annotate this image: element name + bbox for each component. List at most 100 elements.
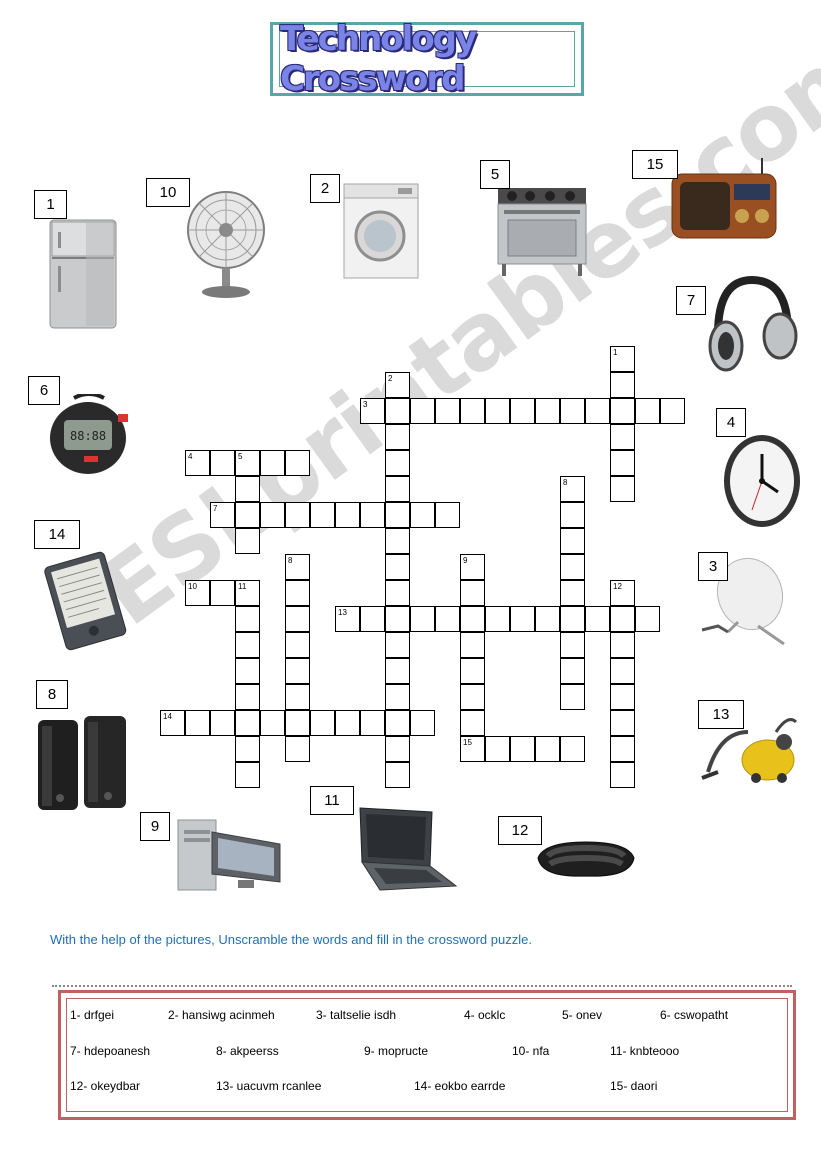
crossword-cell[interactable] xyxy=(610,710,635,736)
crossword-cell[interactable] xyxy=(560,580,585,606)
crossword-cell[interactable] xyxy=(610,684,635,710)
crossword-cell[interactable]: 3 xyxy=(360,398,385,424)
crossword-cell[interactable] xyxy=(410,710,435,736)
crossword-cell[interactable] xyxy=(410,502,435,528)
crossword-cell[interactable] xyxy=(610,606,635,632)
crossword-cell[interactable] xyxy=(210,710,235,736)
crossword-cell[interactable] xyxy=(235,528,260,554)
crossword-cell[interactable] xyxy=(510,606,535,632)
crossword-cell[interactable] xyxy=(285,632,310,658)
crossword-cell[interactable] xyxy=(485,398,510,424)
crossword-cell[interactable]: 1 xyxy=(610,346,635,372)
crossword-cell[interactable] xyxy=(235,606,260,632)
crossword-cell[interactable] xyxy=(610,476,635,502)
crossword-cell[interactable] xyxy=(560,632,585,658)
crossword-cell[interactable] xyxy=(435,502,460,528)
crossword-cell[interactable] xyxy=(460,710,485,736)
crossword-cell[interactable] xyxy=(235,762,260,788)
crossword-cell[interactable] xyxy=(535,736,560,762)
crossword-cell[interactable] xyxy=(235,710,260,736)
crossword-cell[interactable] xyxy=(485,606,510,632)
crossword-cell[interactable] xyxy=(235,632,260,658)
crossword-cell[interactable] xyxy=(485,736,510,762)
crossword-cell[interactable] xyxy=(635,606,660,632)
crossword-cell[interactable] xyxy=(560,606,585,632)
crossword-cell[interactable] xyxy=(610,450,635,476)
crossword-cell[interactable] xyxy=(260,450,285,476)
crossword-cell[interactable] xyxy=(460,398,485,424)
crossword-cell[interactable] xyxy=(635,398,660,424)
crossword-cell[interactable] xyxy=(460,658,485,684)
crossword-cell[interactable] xyxy=(610,372,635,398)
crossword-cell[interactable] xyxy=(235,736,260,762)
crossword-cell[interactable] xyxy=(385,450,410,476)
crossword-cell[interactable] xyxy=(285,658,310,684)
crossword-cell[interactable]: 5 xyxy=(235,450,260,476)
crossword-cell[interactable] xyxy=(235,476,260,502)
crossword-cell[interactable] xyxy=(385,606,410,632)
crossword-cell[interactable] xyxy=(385,528,410,554)
crossword-cell[interactable] xyxy=(460,684,485,710)
crossword-cell[interactable] xyxy=(560,398,585,424)
crossword-cell[interactable] xyxy=(585,606,610,632)
crossword-cell[interactable] xyxy=(435,398,460,424)
crossword-cell[interactable] xyxy=(360,606,385,632)
crossword-cell[interactable] xyxy=(385,424,410,450)
crossword-cell[interactable] xyxy=(560,684,585,710)
crossword-cell[interactable]: 11 xyxy=(235,580,260,606)
crossword-cell[interactable] xyxy=(385,658,410,684)
crossword-cell[interactable] xyxy=(210,580,235,606)
crossword-cell[interactable] xyxy=(385,476,410,502)
crossword-cell[interactable] xyxy=(260,502,285,528)
crossword-cell[interactable] xyxy=(360,502,385,528)
crossword-cell[interactable] xyxy=(335,502,360,528)
crossword-cell[interactable] xyxy=(285,710,310,736)
crossword-cell[interactable] xyxy=(610,632,635,658)
crossword-cell[interactable]: 2 xyxy=(385,372,410,398)
crossword-cell[interactable]: 15 xyxy=(460,736,485,762)
crossword-cell[interactable]: 7 xyxy=(210,502,235,528)
crossword-cell[interactable] xyxy=(560,528,585,554)
crossword-cell[interactable]: 12 xyxy=(610,580,635,606)
crossword-cell[interactable] xyxy=(410,398,435,424)
crossword-cell[interactable] xyxy=(285,502,310,528)
crossword-cell[interactable]: 13 xyxy=(335,606,360,632)
crossword-cell[interactable] xyxy=(235,684,260,710)
crossword-cell[interactable] xyxy=(385,710,410,736)
crossword-cell[interactable] xyxy=(385,684,410,710)
crossword-cell[interactable] xyxy=(660,398,685,424)
crossword-cell[interactable] xyxy=(435,606,460,632)
crossword-cell[interactable] xyxy=(560,554,585,580)
crossword-cell[interactable]: 9 xyxy=(460,554,485,580)
crossword-cell[interactable] xyxy=(560,658,585,684)
crossword-cell[interactable] xyxy=(385,736,410,762)
crossword-cell[interactable] xyxy=(385,554,410,580)
crossword-cell[interactable] xyxy=(210,450,235,476)
crossword-cell[interactable] xyxy=(285,736,310,762)
crossword-cell[interactable]: 8 xyxy=(285,554,310,580)
crossword-cell[interactable] xyxy=(235,502,260,528)
crossword-cell[interactable] xyxy=(360,710,385,736)
crossword-cell[interactable]: 14 xyxy=(160,710,185,736)
crossword-cell[interactable]: 8 xyxy=(560,476,585,502)
crossword-cell[interactable] xyxy=(335,710,360,736)
crossword-cell[interactable] xyxy=(385,632,410,658)
crossword-cell[interactable] xyxy=(510,398,535,424)
crossword-cell[interactable] xyxy=(560,736,585,762)
crossword-cell[interactable] xyxy=(260,710,285,736)
crossword-cell[interactable] xyxy=(385,398,410,424)
crossword-cell[interactable] xyxy=(285,580,310,606)
crossword-cell[interactable] xyxy=(235,658,260,684)
crossword-cell[interactable] xyxy=(460,580,485,606)
crossword-cell[interactable] xyxy=(410,606,435,632)
crossword-cell[interactable] xyxy=(460,606,485,632)
crossword-cell[interactable] xyxy=(585,398,610,424)
crossword-cell[interactable] xyxy=(310,710,335,736)
crossword-cell[interactable] xyxy=(535,398,560,424)
crossword-cell[interactable]: 10 xyxy=(185,580,210,606)
crossword-cell[interactable] xyxy=(310,502,335,528)
crossword-cell[interactable] xyxy=(560,502,585,528)
crossword-cell[interactable] xyxy=(385,762,410,788)
crossword-cell[interactable] xyxy=(285,450,310,476)
crossword-cell[interactable] xyxy=(285,684,310,710)
